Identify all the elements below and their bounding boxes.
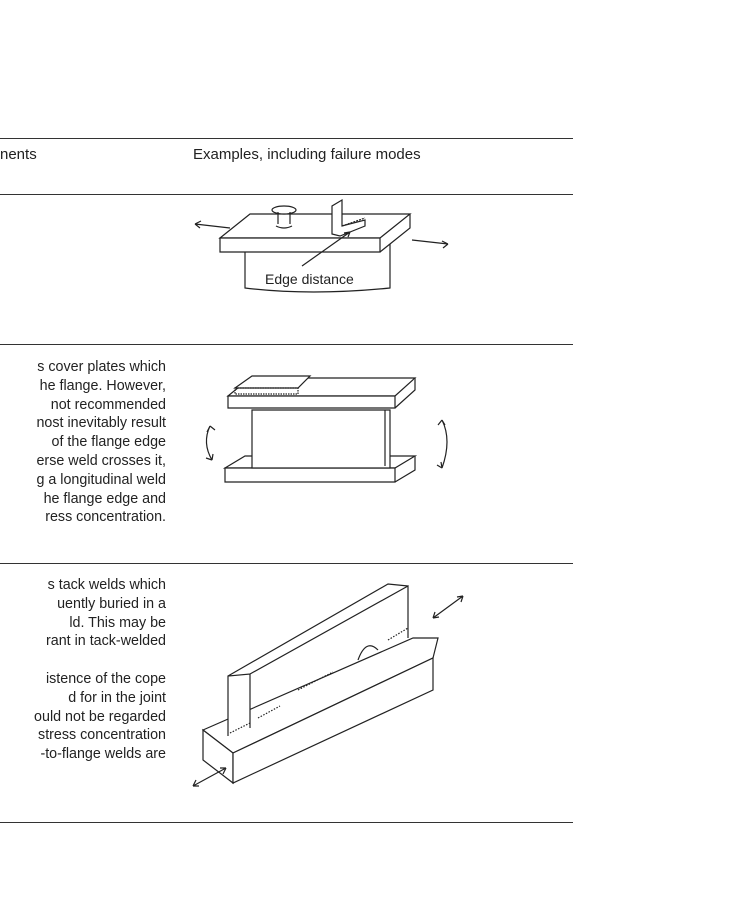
text-line: -to-flange welds are — [40, 746, 166, 763]
tack-weld-figure — [192, 583, 464, 787]
text-line: he flange. However, — [39, 377, 166, 394]
text-line: istence of the cope — [45, 670, 166, 687]
text-line: g a longitudinal weld — [36, 471, 166, 488]
text-line: nost inevitably result — [36, 415, 166, 432]
text-line: ld. This may be — [69, 614, 166, 631]
edge-distance-label: Edge distance — [265, 271, 354, 287]
text-line: s tack welds which — [47, 577, 166, 593]
header-rule — [0, 194, 573, 195]
text-line: s cover plates which — [37, 359, 166, 375]
text-line: stress concentration — [38, 727, 166, 744]
row-rule-2 — [0, 563, 573, 564]
cover-plate-figure — [205, 375, 448, 483]
row3-text: s tack welds which uently buried in a ld. … — [0, 576, 166, 764]
header-examples: Examples, including failure modes — [193, 146, 421, 163]
text-line: ress concentration. — [45, 509, 166, 526]
table-bottom-rule — [0, 822, 573, 823]
text-line: he flange edge and — [43, 490, 166, 507]
row-rule-1 — [0, 344, 573, 345]
text-line — [0, 651, 166, 670]
text-line: not recommended — [50, 396, 166, 413]
text-line: d for in the joint — [68, 689, 166, 706]
text-line: erse weld crosses it, — [36, 452, 166, 469]
text-line: ould not be regarded — [34, 708, 166, 725]
table-top-rule — [0, 138, 573, 139]
text-line: rant in tack-welded — [46, 633, 166, 650]
text-line: of the flange edge — [51, 434, 166, 451]
header-requirements: nents — [0, 146, 37, 163]
edge-distance-figure: Edge distance — [194, 198, 449, 293]
row2-text: s cover plates which he flange. However, n… — [0, 358, 166, 527]
text-line: uently buried in a — [57, 595, 166, 612]
